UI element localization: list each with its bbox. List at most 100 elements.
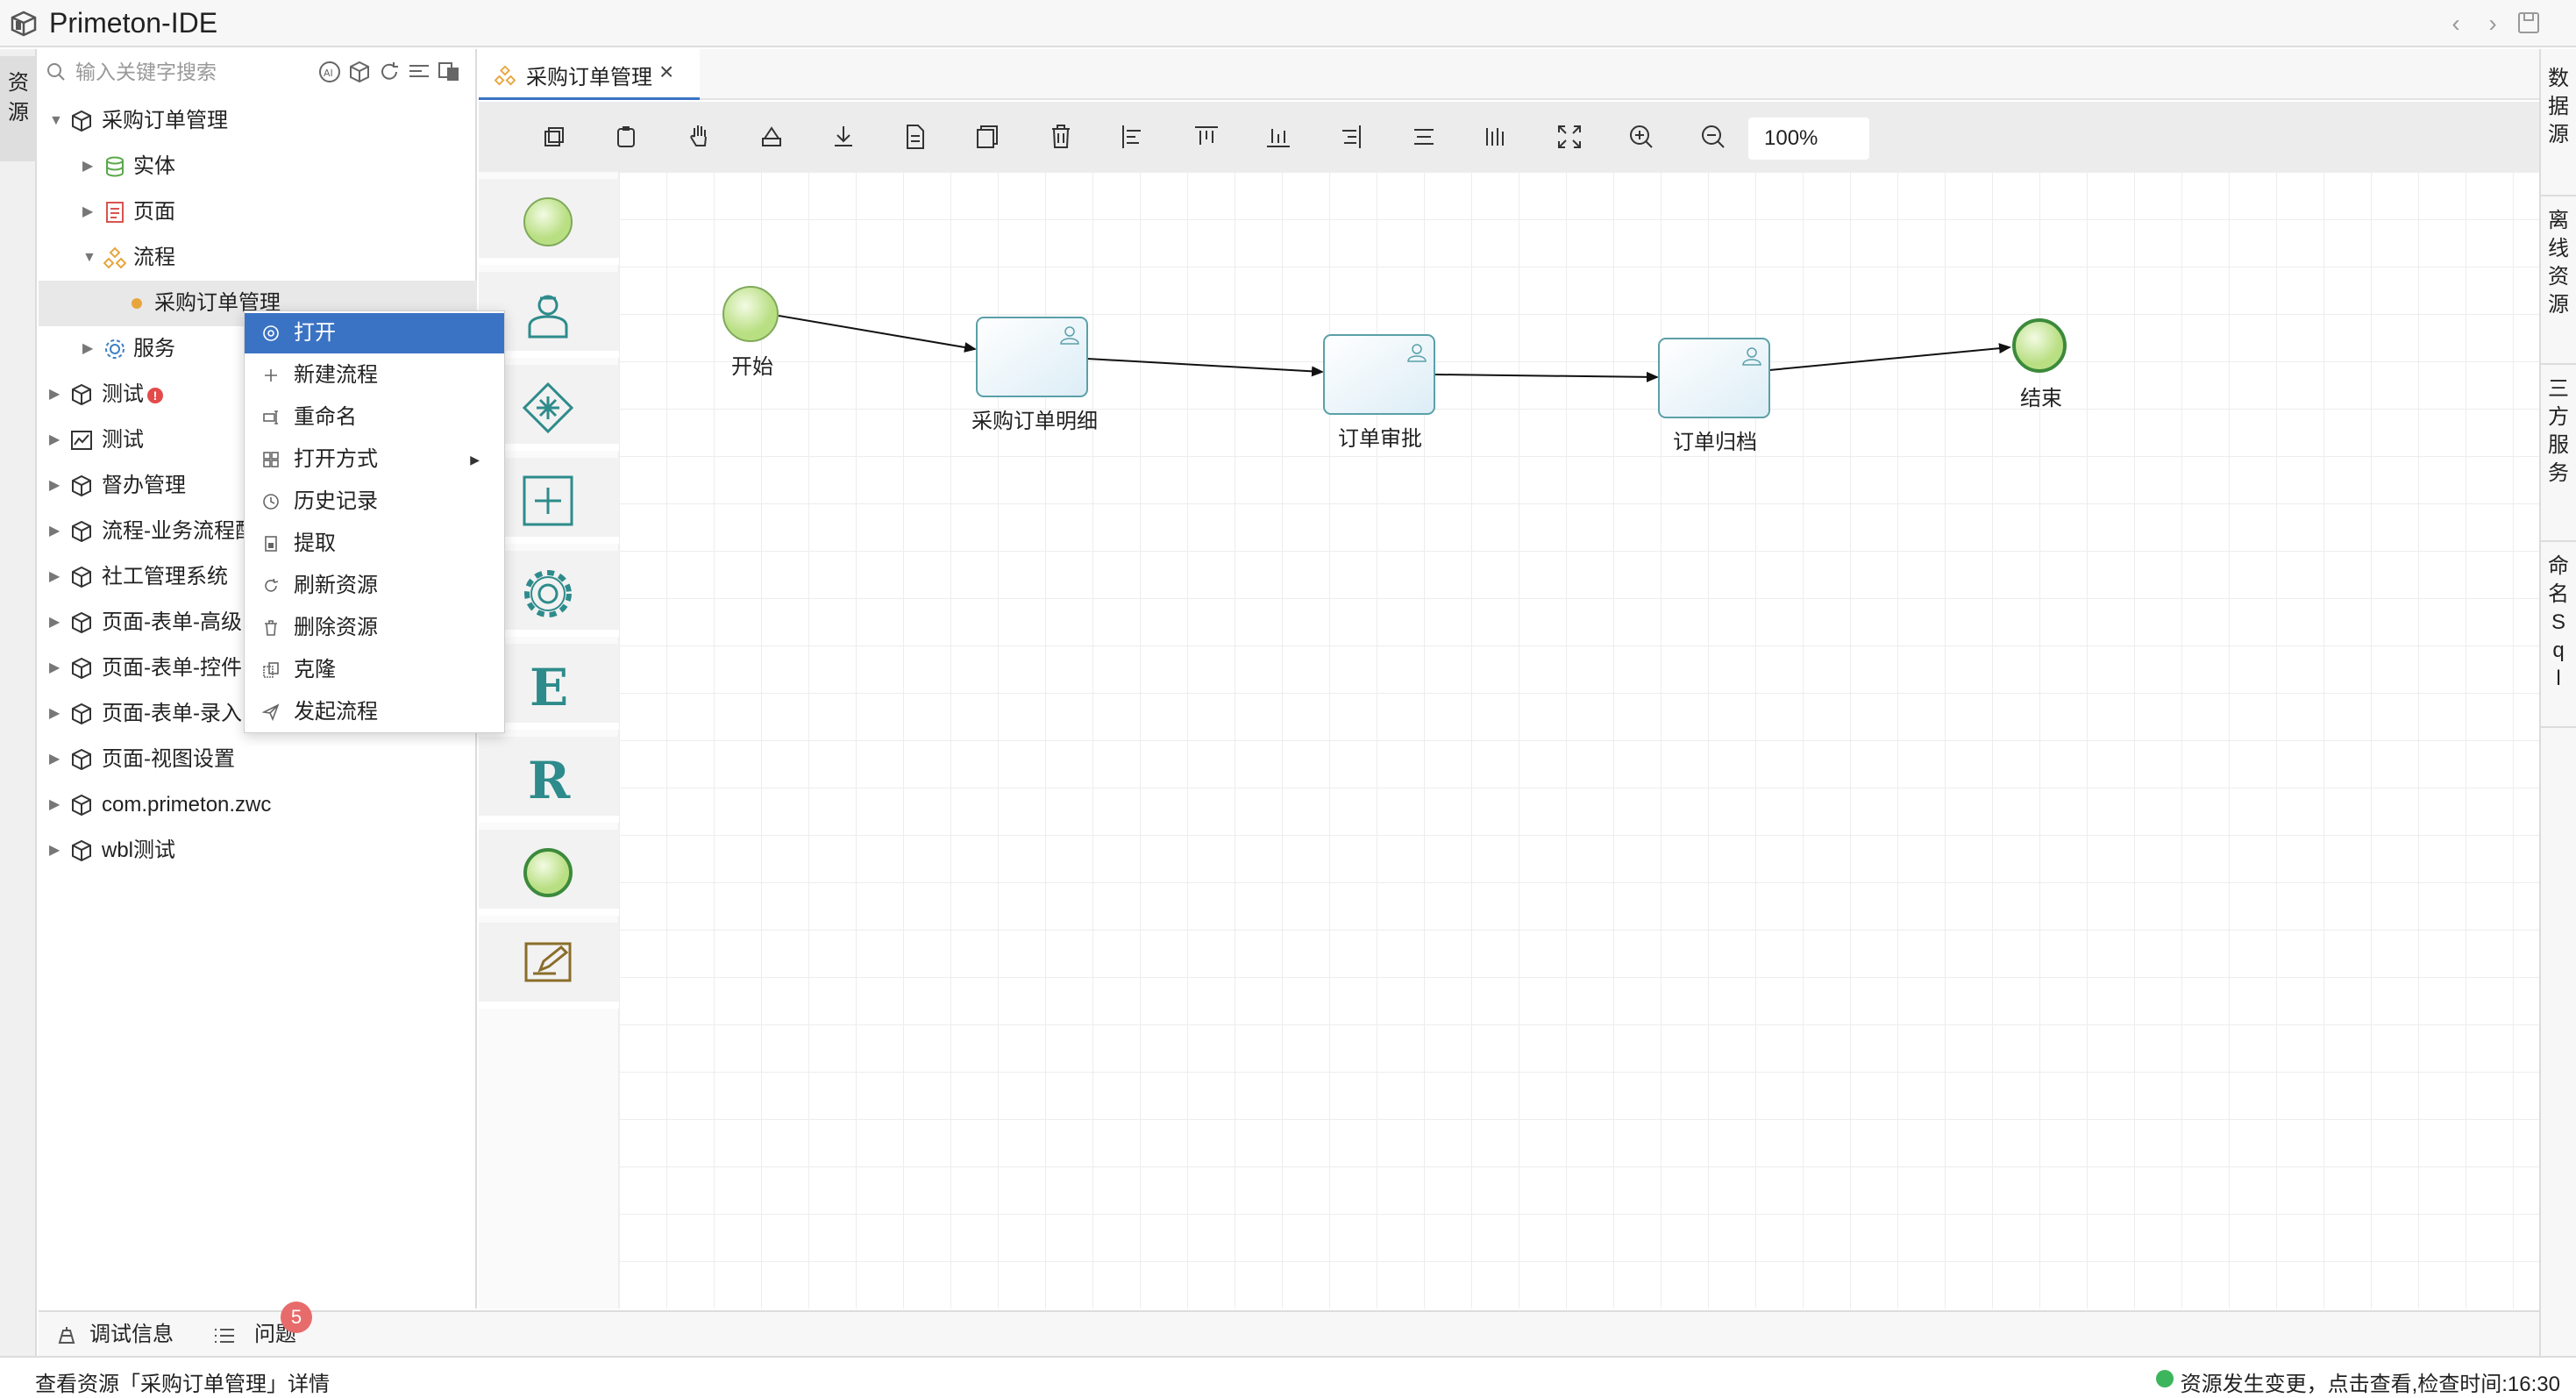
tree-item-service[interactable]: ▶ 服务: [39, 326, 477, 372]
delete-icon[interactable]: [1045, 121, 1077, 153]
resource-change-notice[interactable]: 资源发生变更，点击查看,检查时间:16:30: [2155, 1366, 2560, 1397]
tree-item-form-input[interactable]: ▶ 页面-表单-录入: [39, 691, 477, 737]
align-center-icon[interactable]: [1408, 121, 1440, 153]
search-row: AI: [39, 49, 477, 95]
tree-item-test-chart[interactable]: ▶ 测试: [39, 417, 477, 463]
tree-item-form-advanced[interactable]: ▶ 页面-表单-高级: [39, 600, 477, 646]
side-tab-third-party-service[interactable]: 三 方 服 务: [2541, 367, 2576, 542]
document-icon[interactable]: [900, 121, 931, 153]
collapse-arrow-icon[interactable]: ▶: [49, 843, 60, 858]
flow-connector[interactable]: [1768, 343, 2011, 371]
search-input[interactable]: [75, 56, 338, 88]
refresh-icon[interactable]: [377, 60, 402, 84]
menu-item-start-process[interactable]: 发起流程: [245, 692, 504, 732]
process-icon: [495, 65, 516, 86]
menu-item-label: 打开: [294, 321, 336, 345]
collapse-arrow-icon[interactable]: ▶: [49, 615, 60, 630]
menu-item-delete[interactable]: 删除资源: [245, 608, 504, 648]
menu-item-extract[interactable]: 提取: [245, 524, 504, 564]
align-top-icon[interactable]: [1191, 121, 1222, 153]
translate-icon[interactable]: [437, 60, 461, 84]
tab-purchase-order[interactable]: 采购订单管理 ×: [479, 49, 700, 100]
palette-end-event[interactable]: [479, 830, 619, 916]
collapse-arrow-icon[interactable]: ▶: [49, 797, 60, 812]
expand-arrow-icon[interactable]: ▼: [49, 113, 63, 128]
tree-item-view-settings[interactable]: ▶ 页面-视图设置: [39, 737, 477, 782]
tree-item-entity[interactable]: ▶ 实体: [39, 144, 477, 189]
tree-item-wbl-test[interactable]: ▶ wbl测试: [39, 828, 477, 874]
collapse-arrow-icon[interactable]: ▶: [49, 706, 60, 721]
expand-arrow-icon[interactable]: ▼: [82, 250, 96, 265]
collapse-arrow-icon[interactable]: ▶: [49, 752, 60, 767]
duplicate-icon[interactable]: [971, 121, 1003, 153]
align-left-icon[interactable]: [1117, 121, 1149, 153]
tree-item-project[interactable]: ▼ 采购订单管理: [39, 98, 477, 144]
resource-side-tab[interactable]: 资 源: [0, 56, 37, 161]
tree-item-label: 服务: [133, 337, 175, 360]
tree-item-supervise[interactable]: ▶ 督办管理: [39, 463, 477, 509]
end-event-node[interactable]: [2012, 318, 2067, 373]
zoom-level-input[interactable]: 100%: [1748, 118, 1869, 160]
collapse-arrow-icon[interactable]: ▶: [49, 569, 60, 584]
collapse-arrow-icon[interactable]: ▶: [49, 387, 60, 402]
palette-start-event[interactable]: [479, 179, 619, 265]
paste-icon[interactable]: [610, 121, 642, 153]
copy-icon[interactable]: [538, 121, 570, 153]
ai-search-icon[interactable]: AI: [317, 60, 342, 84]
tree-item-process[interactable]: ▼ 流程: [39, 235, 477, 281]
collapse-arrow-icon[interactable]: ▶: [49, 524, 60, 539]
eraser-icon[interactable]: [756, 121, 787, 153]
collapse-arrow-icon[interactable]: ▶: [49, 478, 60, 493]
tab-debug-info[interactable]: 调试信息: [54, 1312, 230, 1358]
tab-debug-info-label: 调试信息: [89, 1323, 174, 1346]
search-icon: [47, 63, 65, 81]
collapse-arrow-icon[interactable]: ▶: [49, 432, 60, 447]
collapse-arrow-icon[interactable]: ▶: [49, 660, 60, 675]
tree-item-social-work[interactable]: ▶ 社工管理系统: [39, 554, 477, 600]
side-tab-offline-resource[interactable]: 离 线 资 源: [2541, 198, 2576, 365]
align-bottom-icon[interactable]: [1263, 121, 1294, 153]
task-node-purchase-detail[interactable]: [976, 317, 1088, 397]
side-tab-datasource[interactable]: 数 据 源: [2541, 56, 2576, 196]
tree-item-page[interactable]: ▶ 页面: [39, 189, 477, 235]
zoom-in-icon[interactable]: [1626, 121, 1657, 153]
palette-r-node[interactable]: R: [479, 737, 619, 823]
menu-item-open[interactable]: 打开: [245, 313, 504, 353]
collapse-arrow-icon[interactable]: ▶: [82, 204, 94, 219]
clone-icon: [263, 662, 279, 678]
menu-item-new-process[interactable]: 新建流程: [245, 355, 504, 396]
hand-pan-icon[interactable]: [684, 121, 715, 153]
fullscreen-icon[interactable]: [1554, 121, 1585, 153]
tree-item-form-control[interactable]: ▶ 页面-表单-控件: [39, 646, 477, 691]
palette-note[interactable]: [479, 923, 619, 1009]
task-node-archive[interactable]: [1658, 338, 1770, 418]
start-event-node[interactable]: [722, 286, 779, 342]
diagram-canvas[interactable]: 开始 采购订单明细 订单审批 订单归档 结束: [619, 172, 2539, 1309]
collapse-arrow-icon[interactable]: ▶: [82, 159, 94, 174]
forward-icon[interactable]: ›: [2488, 10, 2497, 37]
menu-item-clone[interactable]: 克隆: [245, 650, 504, 690]
close-icon[interactable]: ×: [659, 58, 674, 85]
menu-item-history[interactable]: 历史记录: [245, 481, 504, 522]
list-icon[interactable]: [407, 60, 431, 84]
distribute-icon[interactable]: [1480, 121, 1512, 153]
back-icon[interactable]: ‹: [2451, 10, 2460, 37]
tab-issues[interactable]: 问题: [212, 1312, 335, 1358]
download-icon[interactable]: [828, 121, 859, 153]
flow-connector[interactable]: [1086, 358, 1324, 377]
side-tab-named-sql[interactable]: 命 名 S q l: [2541, 544, 2576, 728]
package-icon[interactable]: [347, 60, 372, 84]
menu-item-refresh[interactable]: 刷新资源: [245, 566, 504, 606]
tree-item-workflow-config[interactable]: ▶ 流程-业务流程配: [39, 509, 477, 554]
flow-connector[interactable]: [778, 315, 977, 353]
task-node-approval[interactable]: [1323, 334, 1435, 415]
menu-item-open-with[interactable]: 打开方式 ▶: [245, 439, 504, 480]
save-window-icon[interactable]: [2516, 11, 2541, 35]
flow-connector[interactable]: [1434, 371, 1659, 382]
collapse-arrow-icon[interactable]: ▶: [82, 341, 94, 356]
zoom-out-icon[interactable]: [1697, 121, 1729, 153]
align-right-icon[interactable]: [1334, 121, 1366, 153]
tree-item-test[interactable]: ▶ 测试!: [39, 372, 477, 417]
tree-item-com-primeton[interactable]: ▶ com.primeton.zwc: [39, 782, 477, 828]
menu-item-rename[interactable]: 重命名: [245, 397, 504, 438]
